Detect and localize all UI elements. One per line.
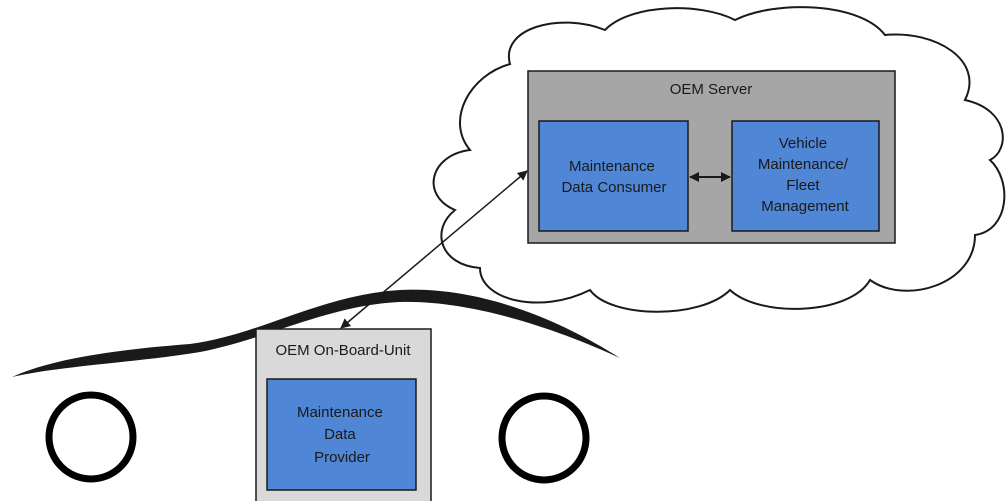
maintenance-data-provider-box	[266, 378, 417, 491]
oem-onboard-unit-title: OEM On-Board-Unit	[275, 342, 411, 359]
car-roof-line	[12, 289, 620, 377]
maintenance-data-consumer-box	[538, 120, 689, 232]
fleet-management-label: Vehicle Maintenance/ Fleet Management	[758, 135, 852, 215]
front-wheel	[45, 391, 137, 483]
onboard-server-arrow	[340, 170, 528, 329]
rear-wheel	[498, 392, 590, 484]
oem-server-title: OEM Server	[670, 81, 753, 98]
fleet-management-box	[731, 120, 880, 232]
consumer-label: Maintenance Data Consumer	[561, 158, 666, 196]
provider-label: Maintenance Data Provider	[297, 404, 387, 466]
